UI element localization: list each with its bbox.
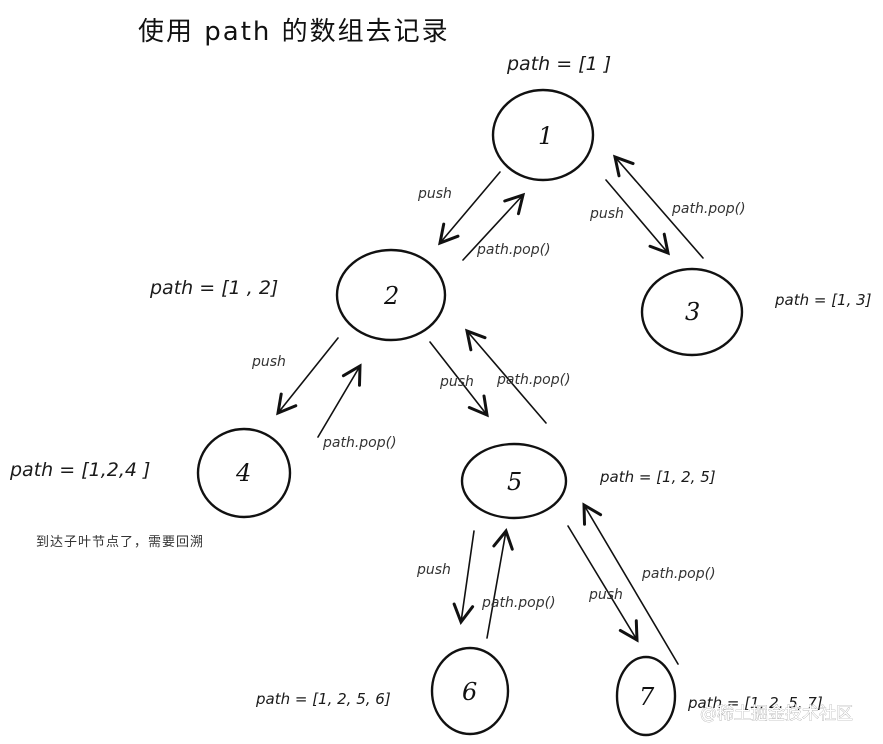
path-label-node-4: path = [1,2,4 ]: [9, 459, 150, 481]
push-label-5-6: push: [416, 562, 451, 578]
push-label-5-7: push: [588, 587, 623, 603]
push-arrow-2-4: [276, 337, 339, 416]
node-6: 6: [430, 646, 510, 736]
push-label-2-4: push: [251, 354, 286, 370]
path-label-node-2: path = [1 , 2]: [149, 277, 278, 299]
path-label-node-6: path = [1, 2, 5, 6]: [255, 690, 391, 708]
path-label-node-1: path = [1 ]: [506, 53, 611, 75]
node-5-label: 5: [507, 468, 522, 496]
path-label-node-3: path = [1, 3]: [774, 291, 872, 309]
pop-label-2-1: path.pop(): [476, 242, 551, 258]
node-6-label: 6: [462, 678, 477, 706]
pop-label-4-2: path.pop(): [322, 435, 397, 451]
pop-arrow-2-1: [462, 192, 526, 261]
pop-label-5-2: path.pop(): [496, 372, 571, 388]
node-5: 5: [460, 442, 568, 520]
pop-arrow-7-5: [582, 502, 679, 665]
push-arrow-5-6: [452, 530, 475, 626]
leaf-backtrack-note: 到达子叶节点了，需要回溯: [36, 534, 204, 550]
node-3-label: 3: [685, 298, 700, 326]
push-arrow-1-3: [605, 179, 670, 256]
diagram-title: 使用 path 的数组去记录: [138, 17, 450, 47]
pop-arrow-6-5: [486, 527, 514, 639]
node-3: 3: [640, 267, 744, 357]
pop-arrow-3-1: [612, 154, 704, 259]
node-7-label: 7: [639, 683, 655, 711]
node-7: 7: [615, 655, 677, 737]
node-4: 4: [196, 427, 292, 519]
pop-label-7-5: path.pop(): [641, 566, 716, 582]
push-arrow-5-7: [567, 525, 639, 643]
push-label-1-3: push: [589, 206, 624, 222]
node-2-label: 2: [383, 282, 399, 310]
push-label-2-5: push: [439, 374, 474, 390]
node-2: 2: [335, 248, 447, 342]
pop-arrow-5-2: [464, 328, 547, 424]
node-1: 1: [491, 88, 595, 182]
watermark: @稀土掘金技术社区: [700, 704, 853, 724]
node-4-label: 4: [235, 459, 251, 487]
path-label-node-7: path = [1, 2, 5, 7]: [687, 694, 823, 712]
node-1-label: 1: [538, 122, 553, 150]
pop-label-3-1: path.pop(): [671, 201, 746, 217]
path-label-node-5: path = [1, 2, 5]: [599, 468, 716, 486]
push-arrow-2-5: [429, 341, 489, 418]
pop-arrow-4-2: [317, 363, 362, 438]
pop-label-6-5: path.pop(): [481, 595, 556, 611]
push-label-1-2: push: [417, 186, 452, 202]
push-arrow-1-2: [438, 171, 501, 246]
